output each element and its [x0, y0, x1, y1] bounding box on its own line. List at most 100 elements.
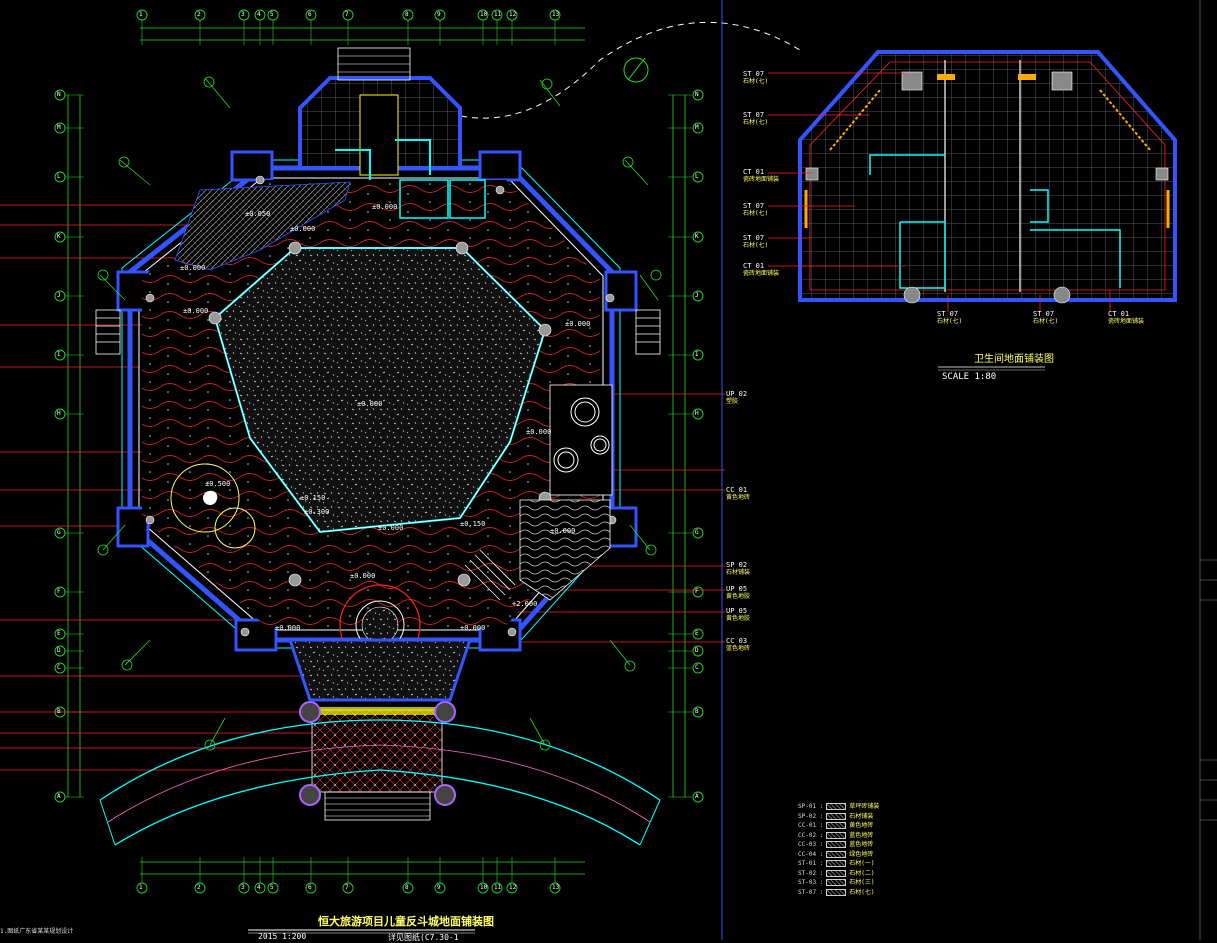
detail-bottom-tag-0-desc: 石材(七) [937, 318, 963, 325]
grid-top-9: 9 [437, 11, 441, 18]
elev-w3: ±0.500 [205, 480, 231, 488]
elev-south: ±0.000 [350, 572, 376, 580]
curved-road [99, 719, 661, 846]
side-stairs [95, 309, 661, 355]
legend-swatch [826, 888, 847, 896]
legend-swatch [826, 869, 847, 877]
grid-top-3-bubble [238, 9, 250, 21]
grid-left-H-bubble [54, 408, 66, 420]
elev-ne: ±0.000 [290, 225, 316, 233]
legend-code: ST-03 : [798, 879, 824, 886]
grid-bottom-8-bubble [402, 882, 414, 894]
grid-top-6-bubble [305, 9, 317, 21]
grid-left-A-bubble [54, 791, 66, 803]
main-tag-2-desc: 石材铺装 [726, 569, 751, 576]
grid-bottom-3: 3 [241, 884, 245, 891]
grid-left-H: H [57, 410, 61, 417]
grid-right-N-bubble [692, 89, 704, 101]
legend-row: CC-03 :蓝色地砖 [798, 839, 873, 848]
legend-swatch [826, 812, 847, 820]
grid-bottom-1-bubble [136, 882, 148, 894]
grid-left-J-bubble [54, 290, 66, 302]
grid-top-13-bubble [549, 9, 561, 21]
grid-right-I: I [695, 351, 699, 358]
grid-right-J: J [695, 292, 699, 299]
main-drawing-title: 恒大旅游项目儿童反斗城地面铺装图 [318, 915, 494, 928]
main-tag-4-code: UP 05 [726, 607, 748, 615]
grid-bottom-13: 13 [552, 884, 560, 891]
sun-motif [339, 584, 421, 666]
grid-right-G-bubble [692, 527, 704, 539]
legend-swatch [826, 860, 847, 867]
grid-top-6: 6 [308, 11, 312, 18]
grid-bottom-13-bubble [549, 882, 561, 894]
detail-bottom-tag-2-code: CT 01 [1108, 310, 1130, 318]
main-tag-0-code: UP 02 [726, 390, 748, 398]
columns [145, 175, 617, 637]
grid-right-C: C [695, 664, 699, 671]
grid-top-3: 3 [241, 11, 245, 18]
grid-left-L-bubble [54, 171, 66, 183]
grid-right-H-bubble [692, 408, 704, 420]
legend-row: ST-01 :石材(一) [798, 858, 875, 867]
detail-title: 卫生间地面铺装图 [974, 354, 1054, 365]
legend-desc: 石材(七) [849, 888, 875, 896]
detail-left-tag-2-code: CT 01 [743, 168, 765, 176]
grid-right-K: K [695, 233, 699, 240]
elev-w2: ±0.000 [183, 307, 209, 315]
legend-row: CC-02 :蓝色地砖 [798, 830, 873, 839]
legend-swatch [826, 803, 847, 810]
grid-left-E: E [57, 630, 61, 637]
main-ref-text: 详见图纸(C7.30-1 [388, 933, 459, 942]
legend-row: ST-03 : 石材(三) [798, 877, 875, 886]
elev-stair: +2.000 [512, 600, 538, 608]
grid-right-A-bubble [692, 791, 704, 803]
grid-top-12: 12 [509, 11, 517, 18]
detail-leaders [768, 72, 1111, 312]
grid-bubbles [54, 9, 704, 894]
legend-desc: 蓝色地砖 [849, 831, 874, 839]
elev-w1: ±0.000 [180, 264, 206, 272]
grid-left-K-bubble [54, 231, 66, 243]
grid-right-N: N [695, 91, 699, 98]
legend-code: CC-01 : [798, 822, 824, 829]
grid-left-D-bubble [54, 645, 66, 657]
grid-left-D: D [57, 647, 61, 654]
main-tag-5-code: CC 03 [726, 637, 748, 645]
legend-swatch [826, 831, 847, 839]
detail-bottom-tag-0-code: ST 07 [937, 310, 959, 318]
grid-right-D: D [695, 647, 699, 654]
grid-right-I-bubble [692, 349, 704, 361]
grid-left-F-bubble [54, 586, 66, 598]
footer-note: 1.图纸广东省某某规划设计 [0, 928, 74, 935]
elev-plaza: ±0.000 [460, 624, 486, 632]
grid-left-G: G [57, 529, 61, 536]
grid-right-D-bubble [692, 645, 704, 657]
main-tag-3-desc: 黄色地胶 [726, 593, 751, 600]
grid-bottom-9-bubble [434, 882, 446, 894]
grid-bottom-8: 8 [405, 884, 409, 891]
main-tag-5-desc: 蓝色地砖 [726, 645, 751, 652]
grid-left-A: A [57, 793, 61, 800]
legend-desc: 石材(三) [849, 879, 875, 886]
grid-bottom-5: 5 [270, 884, 274, 891]
elev-nw: ±0.050 [245, 210, 271, 218]
grid-right-B-bubble [692, 706, 704, 718]
legend-row: ST-02 :石材(二) [798, 868, 875, 877]
grid-top-10-bubble [477, 9, 489, 21]
grid-right-E: E [695, 630, 699, 637]
grid-top-5: 5 [270, 11, 274, 18]
nw-hatch-area [174, 181, 351, 271]
elev-se-step: ±0.150 [460, 520, 486, 528]
grid-top-4: 4 [257, 11, 261, 18]
grid-right-E-bubble [692, 628, 704, 640]
detail-left-tag-0-desc: 石材(七) [743, 78, 769, 85]
grid-bottom-4: 4 [257, 884, 261, 891]
